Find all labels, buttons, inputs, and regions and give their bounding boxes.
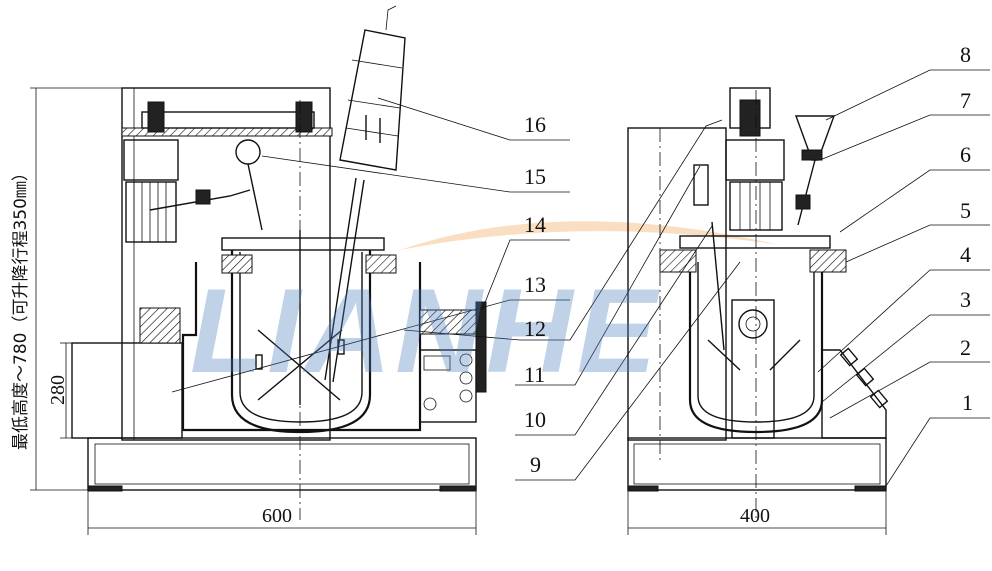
dimension-280: 280 <box>47 375 69 405</box>
left-view <box>71 5 487 520</box>
motor-fins <box>133 182 167 242</box>
right-view <box>627 87 889 520</box>
part-label-16: 16 <box>524 112 546 137</box>
homogenizer-probe <box>324 5 406 383</box>
part-label-11: 11 <box>524 362 545 387</box>
watermark-text: LIANHE <box>190 264 661 398</box>
motor-fins-right <box>739 182 771 230</box>
watermark-swoosh <box>400 221 780 250</box>
part-label-5: 5 <box>960 198 971 223</box>
part-label-2: 2 <box>960 335 971 360</box>
dimension-400: 400 <box>740 505 770 527</box>
part-label-3: 3 <box>960 287 971 312</box>
part-label-6: 6 <box>960 142 971 167</box>
part-label-12: 12 <box>524 316 546 341</box>
part-label-1: 1 <box>962 390 973 415</box>
part-label-8: 8 <box>960 42 971 67</box>
part-numbers: 16 15 14 13 12 11 10 9 8 7 6 5 4 3 2 1 <box>524 42 973 477</box>
part-label-13: 13 <box>524 272 546 297</box>
part-label-15: 15 <box>524 164 546 189</box>
part-label-10: 10 <box>524 407 546 432</box>
dimension-600: 600 <box>262 505 292 527</box>
part-label-7: 7 <box>960 88 971 113</box>
dimension-lines <box>30 87 887 535</box>
part-label-4: 4 <box>960 242 971 267</box>
min-height-note: 最低高度～780（可升降行程350㎜） <box>11 164 31 450</box>
part-label-14: 14 <box>524 212 546 237</box>
leader-lines <box>171 69 990 487</box>
part-label-9: 9 <box>530 452 541 477</box>
